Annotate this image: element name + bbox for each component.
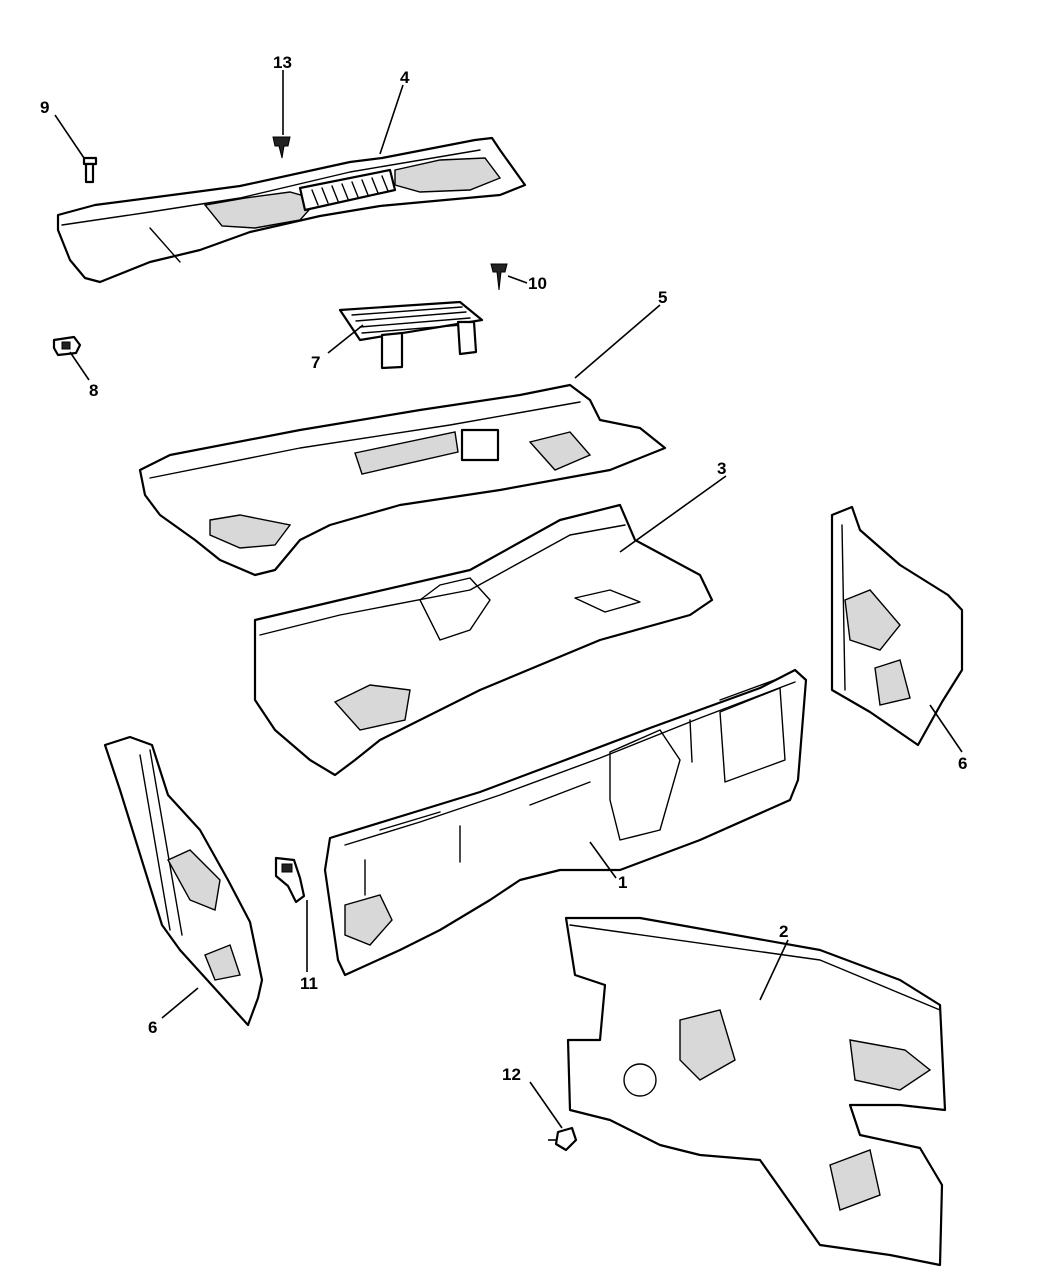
part-5-cowl-plenum-panel — [138, 383, 667, 577]
part-4-cowl-top-panel — [56, 136, 527, 284]
leader-3 — [619, 475, 727, 553]
callout-11: 11 — [300, 974, 318, 993]
callout-6-right: 6 — [958, 754, 967, 773]
leader-lines — [54, 70, 963, 1129]
callout-5: 5 — [658, 288, 667, 307]
leader-1 — [589, 841, 617, 879]
callout-1: 1 — [618, 873, 627, 892]
leader-9 — [54, 114, 85, 159]
callout-labels: 13 4 9 10 7 8 5 3 6 1 11 6 2 12 — [40, 53, 967, 1084]
leader-12 — [529, 1081, 563, 1129]
part-9-bolt — [82, 156, 98, 184]
leader-8 — [69, 351, 90, 381]
callout-7: 7 — [311, 353, 320, 372]
callout-9: 9 — [40, 98, 49, 117]
part-7-grille-insert — [338, 300, 484, 370]
leader-7 — [327, 324, 364, 354]
part-6-left-side-panel — [103, 735, 264, 1027]
callout-4: 4 — [400, 68, 410, 87]
part-11-bracket — [274, 856, 306, 904]
part-12-push-fastener — [548, 1126, 578, 1152]
leader-10 — [507, 275, 528, 284]
leader-4 — [379, 84, 404, 155]
part-3-dash-lower-panel — [253, 503, 714, 777]
leader-5 — [574, 304, 661, 379]
callout-2: 2 — [779, 922, 788, 941]
part-4-vent-grille — [298, 168, 397, 212]
callout-6-left: 6 — [148, 1018, 157, 1037]
leader-6-right — [929, 704, 963, 753]
leader-2 — [759, 939, 789, 1001]
callout-3: 3 — [717, 459, 726, 478]
part-8-clip-nut — [52, 335, 82, 357]
part-10-screw — [490, 263, 508, 291]
callout-10: 10 — [528, 274, 547, 293]
part-6-right-side-panel — [830, 505, 964, 747]
part-2-dash-insulator — [564, 916, 947, 1267]
callout-12: 12 — [502, 1065, 521, 1084]
part-13-push-pin — [272, 136, 291, 159]
callout-13: 13 — [273, 53, 292, 72]
callout-8: 8 — [89, 381, 98, 400]
part-1-dash-panel — [323, 668, 808, 977]
leader-6-left — [161, 987, 199, 1019]
